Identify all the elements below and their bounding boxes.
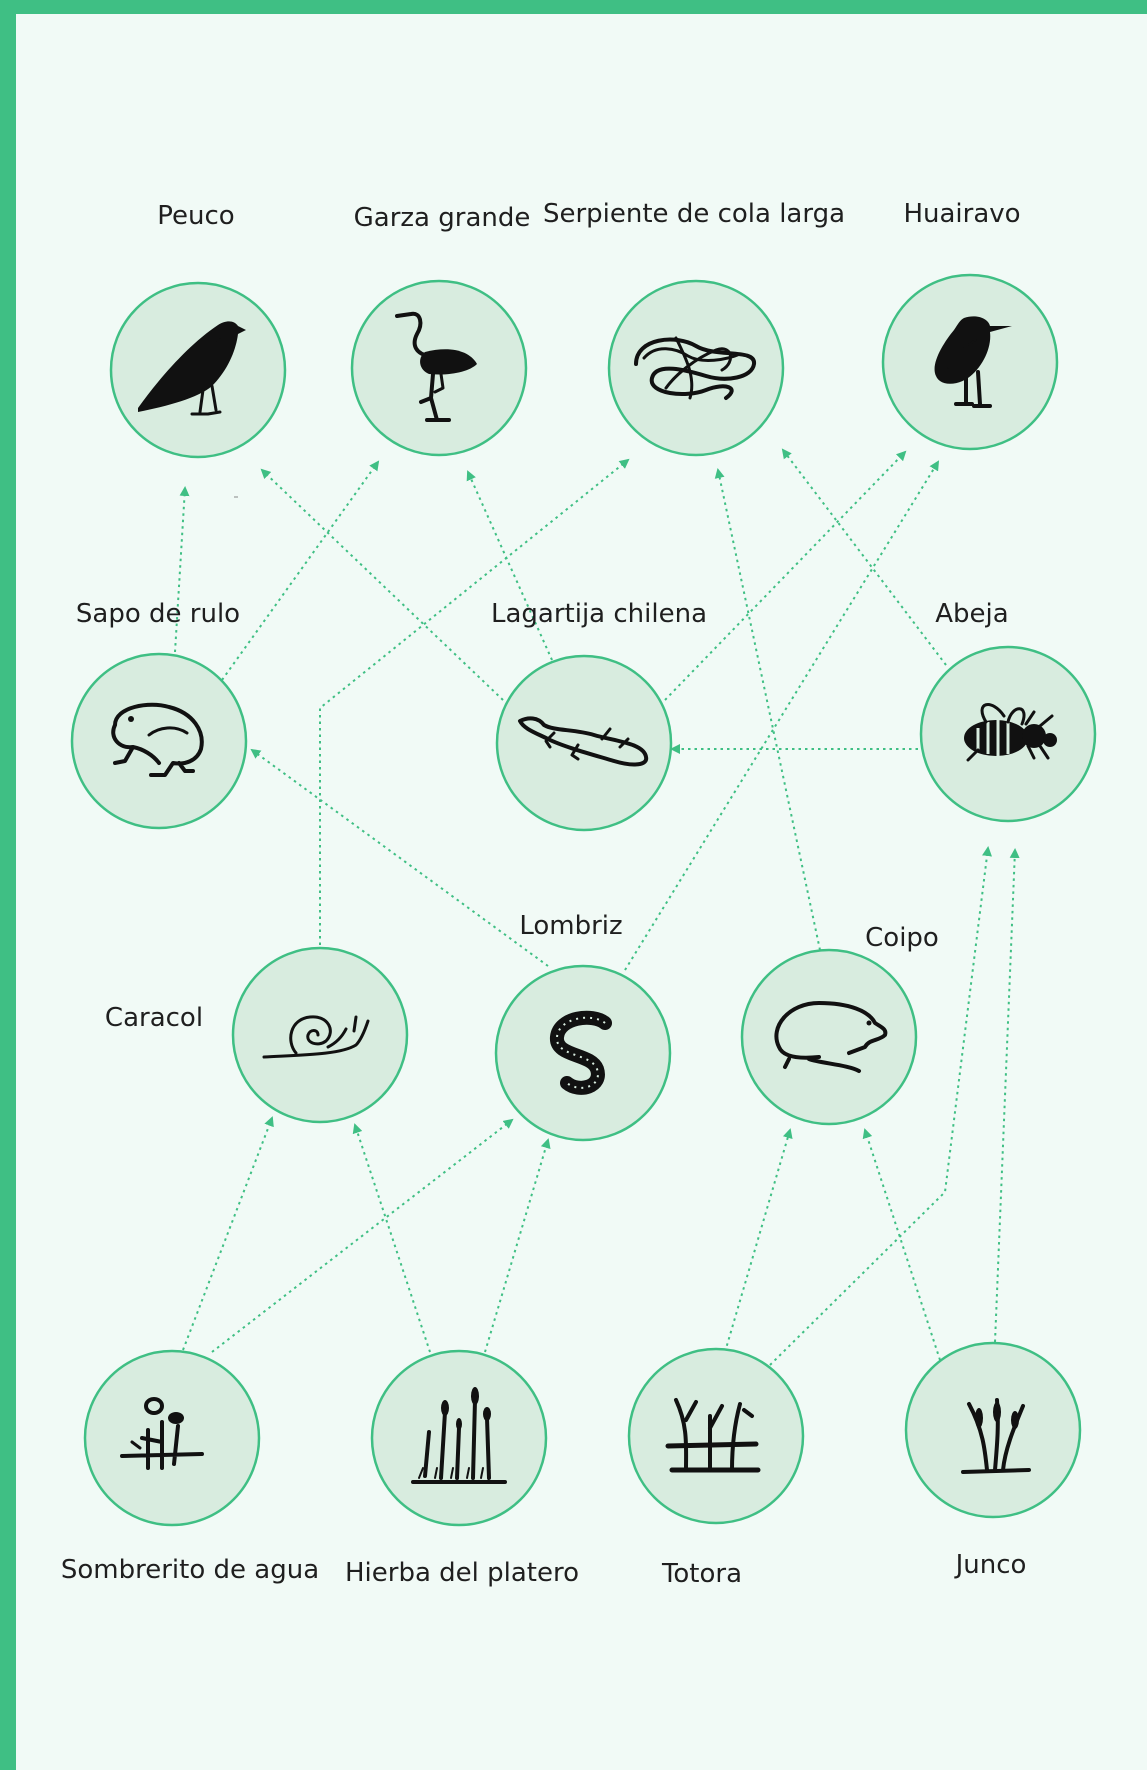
node-serpiente: Serpiente de cola larga <box>543 199 845 457</box>
snail-icon <box>262 1015 370 1059</box>
node-coipo: Coipo <box>740 923 939 1126</box>
node-label: Huairavo <box>903 199 1020 229</box>
node-label: Lombriz <box>519 911 622 941</box>
node-lombriz: Lombriz <box>494 911 672 1142</box>
node-hierba: Hierba del platero <box>345 1349 579 1588</box>
edge-lagartija-peuco <box>260 468 504 701</box>
horsetail-plant-icon <box>411 1387 507 1484</box>
node-circle <box>740 948 918 1126</box>
node-sapo: Sapo de rulo <box>70 599 248 830</box>
node-label: Totora <box>661 1559 742 1589</box>
edge-lagartija-garza <box>466 470 553 661</box>
edge-sombrerito-caracol <box>182 1116 274 1351</box>
edge-hierba-lombriz <box>484 1138 551 1353</box>
node-sombrerito: Sombrerito de agua <box>61 1349 319 1585</box>
node-label: Caracol <box>105 1003 203 1033</box>
node-label: Junco <box>954 1550 1027 1580</box>
node-lagartija: Lagartija chilena <box>491 599 707 832</box>
night-heron-icon <box>934 316 1012 408</box>
node-label: Lagartija chilena <box>491 599 707 629</box>
pennywort-plant-icon <box>120 1397 204 1470</box>
edge-hierba-caracol <box>352 1123 431 1353</box>
edge-coipo-serpiente <box>714 468 821 951</box>
node-label: Peuco <box>157 201 234 231</box>
node-label: Sapo de rulo <box>76 599 240 629</box>
edge-abeja-serpiente <box>781 448 947 666</box>
node-circle <box>70 652 248 830</box>
node-peuco: Peuco <box>109 201 287 459</box>
edge-sapo-peuco <box>174 486 190 653</box>
top-border <box>0 0 1147 14</box>
edge-junco-coipo <box>862 1128 941 1361</box>
edge-lombriz-huairavo <box>624 460 940 971</box>
worm-icon <box>550 1010 612 1095</box>
node-abeja: Abeja <box>919 599 1097 823</box>
nodes-layer: Peuco Garza grande <box>61 199 1097 1589</box>
node-label: Sombrerito de agua <box>61 1555 319 1585</box>
node-label: Serpiente de cola larga <box>543 199 845 229</box>
node-junco: Junco <box>904 1341 1082 1580</box>
edge-caracol-serpiente <box>319 458 630 945</box>
edge-lagartija-huairavo <box>664 450 907 701</box>
node-circle <box>627 1347 805 1525</box>
node-circle <box>607 279 785 457</box>
left-border <box>0 0 16 1770</box>
lizard-icon <box>518 716 649 767</box>
snake-icon <box>634 336 756 400</box>
edge-totora-coipo <box>724 1128 793 1353</box>
node-garza: Garza grande <box>350 203 531 457</box>
node-caracol: Caracol <box>105 946 409 1124</box>
edge-sapo-garza <box>221 460 380 681</box>
node-circle <box>83 1349 261 1527</box>
node-huairavo: Huairavo <box>881 199 1059 451</box>
node-circle <box>231 946 409 1124</box>
node-label: Abeja <box>935 599 1008 629</box>
edge-junco-abeja <box>994 848 1020 1343</box>
rush-plant-icon <box>961 1398 1031 1474</box>
bee-icon <box>964 703 1057 762</box>
node-circle <box>495 654 673 832</box>
edge-sombrerito-lombriz <box>211 1118 514 1353</box>
toad-icon <box>111 702 204 777</box>
node-circle <box>904 1341 1082 1519</box>
node-label: Coipo <box>865 923 939 953</box>
node-label: Garza grande <box>354 203 531 233</box>
node-label: Hierba del platero <box>345 1558 579 1588</box>
node-totora: Totora <box>627 1347 805 1589</box>
edges-layer <box>174 448 1020 1366</box>
bird-icon <box>138 321 246 416</box>
reed-plant-icon <box>665 1398 761 1473</box>
edge-lombriz-sapo <box>250 748 549 967</box>
heron-icon <box>395 311 477 422</box>
coypu-icon <box>774 1001 888 1073</box>
